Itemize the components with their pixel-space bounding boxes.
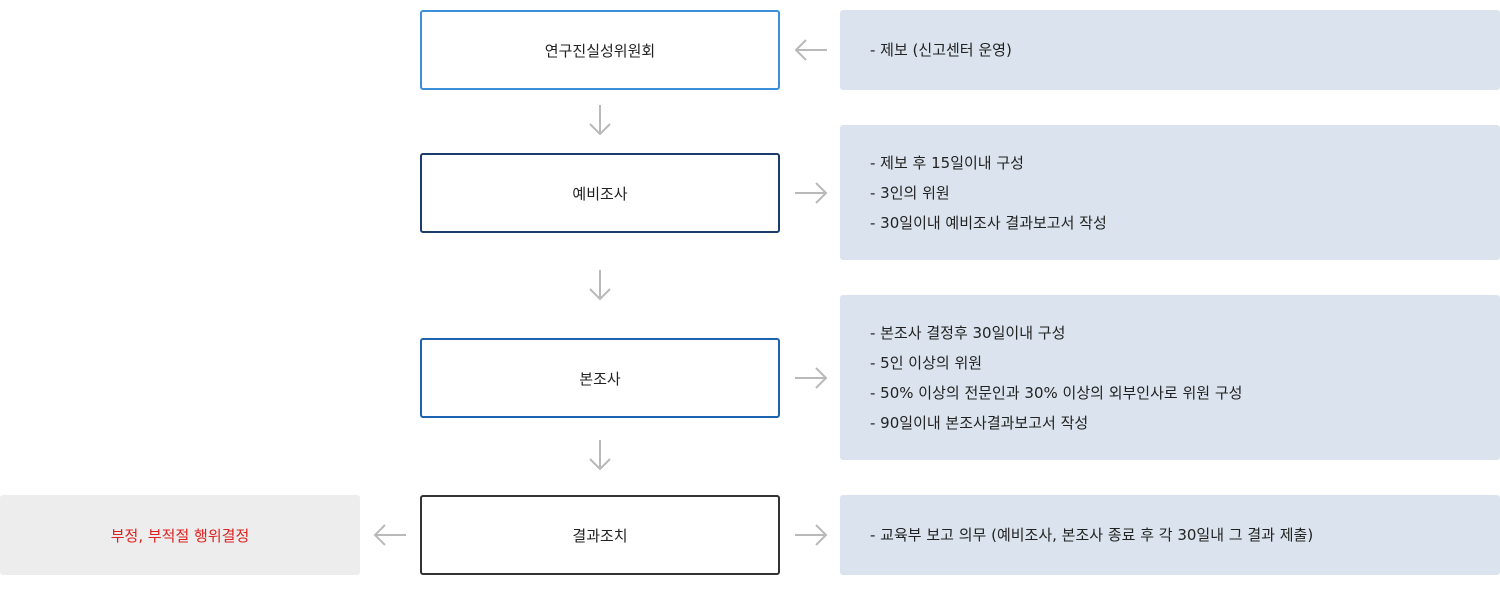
info-committee-panel: - 제보 (신고센터 운영) bbox=[840, 10, 1500, 90]
info-main-line: - 90일이내 본조사결과보고서 작성 bbox=[870, 413, 1089, 432]
arrow-right-icon bbox=[795, 182, 828, 204]
step-result-action-label: 결과조치 bbox=[572, 526, 628, 545]
info-main-line: - 본조사 결정후 30일이내 구성 bbox=[870, 323, 1066, 342]
info-main-line: - 5인 이상의 위원 bbox=[870, 353, 983, 372]
info-preliminary-line: - 3인의 위원 bbox=[870, 183, 950, 202]
arrow-down-icon bbox=[589, 270, 611, 301]
step-main-investigation-label: 본조사 bbox=[579, 369, 621, 388]
info-main-line: - 50% 이상의 전문인과 30% 이상의 외부인사로 위원 구성 bbox=[870, 383, 1243, 402]
arrow-down-icon bbox=[589, 105, 611, 136]
arrow-right-icon bbox=[795, 524, 828, 546]
arrow-left-icon bbox=[794, 39, 827, 61]
step-preliminary-investigation-label: 예비조사 bbox=[572, 184, 628, 203]
step-committee-box: 연구진실성위원회 bbox=[420, 10, 780, 90]
step-result-action-box: 결과조치 bbox=[420, 495, 780, 575]
outcome-label: 부정, 부적절 행위결정 bbox=[110, 526, 250, 545]
info-result-panel: - 교육부 보고 의무 (예비조사, 본조사 종료 후 각 30일내 그 결과 … bbox=[840, 495, 1500, 575]
info-preliminary-line: - 제보 후 15일이내 구성 bbox=[870, 153, 1024, 172]
step-main-investigation-box: 본조사 bbox=[420, 338, 780, 418]
arrow-right-icon bbox=[795, 367, 828, 389]
arrow-left-icon bbox=[373, 524, 406, 546]
info-preliminary-line: - 30일이내 예비조사 결과보고서 작성 bbox=[870, 213, 1107, 232]
arrow-down-icon bbox=[589, 440, 611, 471]
step-preliminary-investigation-box: 예비조사 bbox=[420, 153, 780, 233]
info-result-line: - 교육부 보고 의무 (예비조사, 본조사 종료 후 각 30일내 그 결과 … bbox=[870, 526, 1314, 544]
info-main-panel: - 본조사 결정후 30일이내 구성 - 5인 이상의 위원 - 50% 이상의… bbox=[840, 295, 1500, 460]
outcome-box: 부정, 부적절 행위결정 bbox=[0, 495, 360, 575]
info-preliminary-panel: - 제보 후 15일이내 구성 - 3인의 위원 - 30일이내 예비조사 결과… bbox=[840, 125, 1500, 260]
info-committee-line: - 제보 (신고센터 운영) bbox=[870, 41, 1012, 59]
step-committee-label: 연구진실성위원회 bbox=[544, 41, 656, 60]
